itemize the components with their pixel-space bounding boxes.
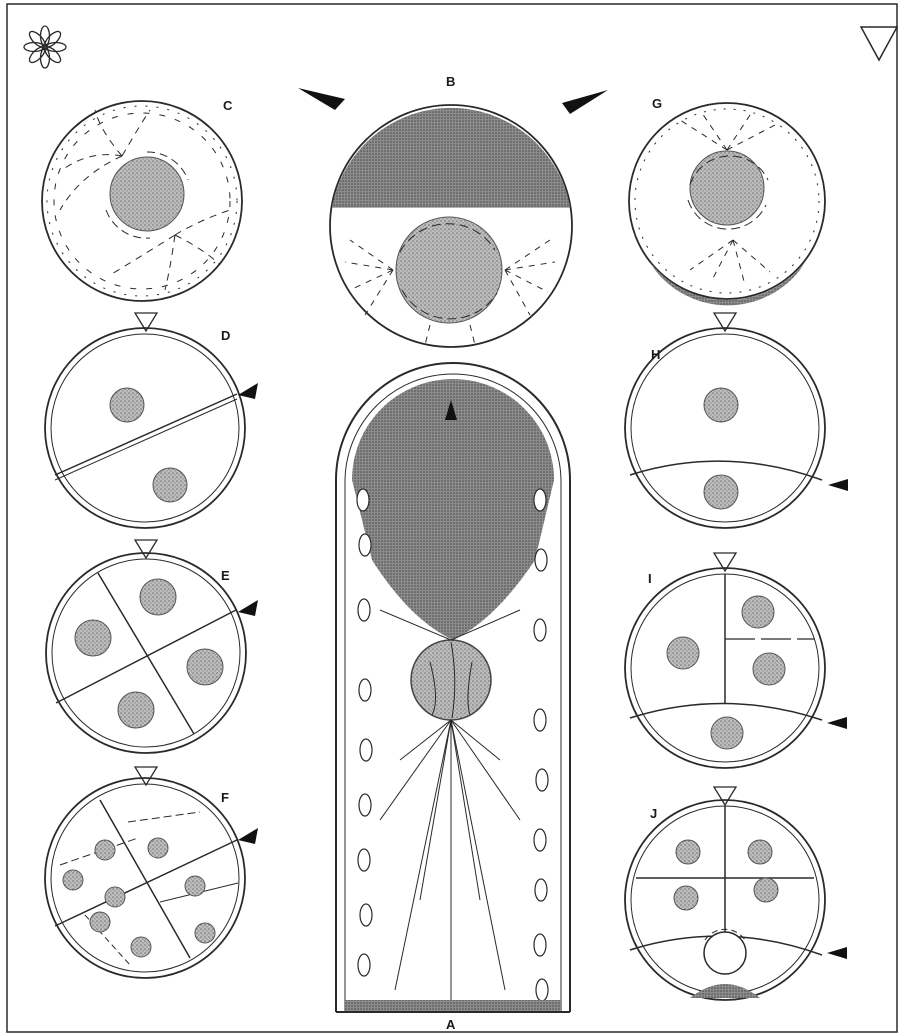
nucleus <box>754 878 778 902</box>
nucleus <box>711 717 743 749</box>
arrow-icon <box>238 600 258 616</box>
nucleus <box>187 649 223 685</box>
nucleus <box>95 840 115 860</box>
panel-label-e: E <box>221 568 230 583</box>
panel-b <box>330 105 572 347</box>
nucleus <box>704 388 738 422</box>
nucleus <box>742 596 774 628</box>
nucleus <box>411 640 491 720</box>
arrow-icon <box>828 479 848 491</box>
nucleus <box>131 937 151 957</box>
panel-label-j: J <box>650 806 657 821</box>
nucleus <box>195 923 215 943</box>
flower-icon <box>24 26 66 68</box>
panel-label-a: A <box>446 1017 456 1032</box>
nucleus <box>110 157 184 231</box>
nucleus <box>676 840 700 864</box>
arrow-icon <box>827 717 847 729</box>
panel-label-c: C <box>223 98 233 113</box>
nucleus <box>140 579 176 615</box>
nucleus <box>748 840 772 864</box>
nucleus <box>396 217 502 323</box>
panel-j <box>625 800 847 1000</box>
panel-label-g: G <box>652 96 662 111</box>
nucleus <box>110 388 144 422</box>
panel-d <box>45 328 245 528</box>
nucleus <box>753 653 785 685</box>
panel-e <box>46 553 246 753</box>
nucleus <box>118 692 154 728</box>
nucleus <box>704 475 738 509</box>
nucleus <box>667 637 699 669</box>
nucleus <box>148 838 168 858</box>
panel-c <box>42 101 242 301</box>
triangle-down-icon <box>714 787 736 805</box>
panel-i <box>625 568 847 768</box>
panel-f <box>45 778 245 978</box>
nucleus <box>75 620 111 656</box>
panel-a <box>336 363 570 1012</box>
nucleus <box>90 912 110 932</box>
panel-label-i: I <box>648 571 652 586</box>
triangle-down-icon <box>861 27 897 60</box>
nucleus <box>153 468 187 502</box>
arrow-icon <box>238 383 258 399</box>
arrow-icon <box>562 90 608 114</box>
panel-label-b: B <box>446 74 455 89</box>
panel-label-f: F <box>221 790 229 805</box>
arrow-icon <box>298 88 345 110</box>
arrow-icon <box>827 947 847 959</box>
panel-label-h: H <box>651 347 660 362</box>
triangle-down-icon <box>135 540 157 558</box>
triangle-down-icon <box>135 767 157 785</box>
nucleus <box>105 887 125 907</box>
panel-label-d: D <box>221 328 230 343</box>
nucleus <box>674 886 698 910</box>
nucleus <box>63 870 83 890</box>
nucleus <box>185 876 205 896</box>
arrow-icon <box>238 828 258 844</box>
panel-g <box>629 103 825 305</box>
